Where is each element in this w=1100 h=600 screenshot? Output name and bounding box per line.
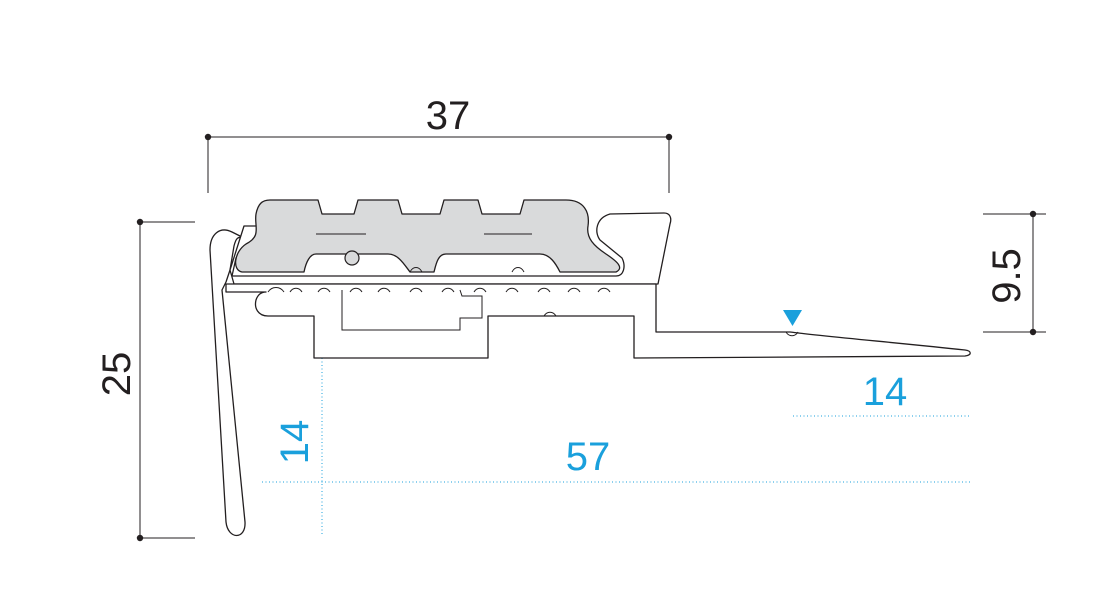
aluminium-profile bbox=[209, 212, 971, 537]
profile-base bbox=[225, 283, 971, 359]
dimension-label-left-height: 25 bbox=[95, 352, 139, 397]
insert-base-ridges bbox=[409, 267, 525, 273]
dimension-label-lip-width: 14 bbox=[863, 370, 908, 414]
dimension-label-right-height: 9.5 bbox=[985, 248, 1029, 304]
dimension-endpoint bbox=[665, 133, 673, 141]
dimension-endpoint bbox=[204, 133, 212, 141]
insert-body bbox=[235, 199, 621, 273]
dimension-label-top-width: 37 bbox=[426, 94, 471, 138]
reference-lines-blue bbox=[262, 358, 970, 536]
triangle-down-icon bbox=[783, 310, 802, 326]
dimension-endpoint bbox=[136, 218, 144, 226]
dimension-top-width: 37 bbox=[204, 94, 673, 193]
dimension-label-leg-height: 14 bbox=[273, 420, 317, 465]
profile-insert-carrier bbox=[229, 212, 672, 285]
profile-inner-channel bbox=[341, 289, 483, 331]
anti-slip-insert bbox=[235, 199, 621, 273]
dimension-endpoint bbox=[136, 534, 144, 542]
dimension-left-height: 25 bbox=[95, 218, 195, 542]
dimension-endpoint bbox=[1029, 210, 1037, 218]
profile-ridges bbox=[267, 287, 799, 337]
dimension-label-total-depth: 57 bbox=[566, 435, 611, 479]
dimension-right-height: 9.5 bbox=[983, 210, 1046, 336]
dimension-endpoint bbox=[1029, 328, 1037, 336]
profile-vertical-leg bbox=[209, 229, 246, 537]
insert-rivet bbox=[344, 250, 360, 266]
